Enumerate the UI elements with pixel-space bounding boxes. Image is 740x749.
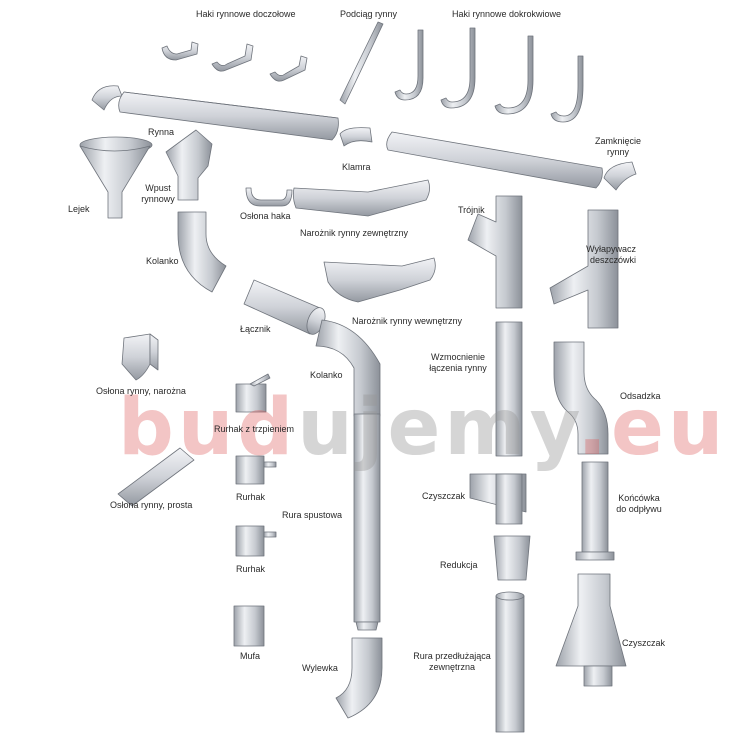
pipe-bracket-1 (235, 455, 277, 485)
pipe-bracket-with-pin (235, 373, 271, 413)
label-outlet: Wpust rynnowy (141, 183, 175, 204)
label-gutter: Rynna (148, 127, 175, 137)
elbow-1 (177, 211, 227, 293)
fascia-hook-2 (211, 43, 254, 72)
downpipe (353, 413, 381, 631)
label-corner-internal: Narożnik rynny wewnętrzny (352, 316, 463, 326)
gutter-left (118, 91, 339, 141)
label-reducer: Redukcja (440, 560, 478, 570)
extension-pipe (495, 591, 525, 733)
pipe-bracket-2 (235, 525, 277, 557)
label-bracket-1: Rurhak (236, 492, 266, 502)
label-socket: Mufa (240, 651, 261, 661)
label-guard-straight: Osłona rynny, prosta (110, 500, 193, 510)
funnel (79, 136, 153, 219)
label-clamp: Klamra (342, 162, 371, 172)
gutter-right (386, 131, 603, 189)
downpipe-outlet (335, 637, 383, 719)
pipe-tee (467, 195, 523, 309)
label-tee: Trójnik (458, 205, 485, 215)
rainwater-collector (549, 209, 619, 329)
label-fascia-hooks: Haki rynnowe doczołowe (196, 9, 296, 19)
label-hook-cover: Osłona haka (240, 211, 291, 221)
label-offset-bend: Odsadzka (620, 391, 661, 401)
label-cleaning-1: Czyszczak (422, 491, 466, 501)
gutter-outlet (165, 129, 213, 201)
label-guard-corner: Osłona rynny, narożna (96, 386, 186, 396)
label-coupling: Łącznik (240, 324, 271, 334)
label-corner-external: Narożnik rynny zewnętrzny (300, 228, 409, 238)
gutter-corner-external (292, 179, 430, 217)
cleaning-access-1 (469, 473, 527, 525)
fascia-hook-3 (269, 55, 308, 82)
rafter-hook-4 (550, 55, 584, 123)
label-downpipe: Rura spustowa (282, 510, 343, 520)
label-downpipe-outlet: Wylewka (302, 663, 338, 673)
label-elbow-1: Kolanko (146, 256, 179, 266)
label-reinforcement: Wzmocnienie łączenia rynny (429, 352, 487, 373)
gutter-guard-straight (117, 447, 195, 507)
label-bracket-pin: Rurhak z trzpieniem (214, 424, 295, 434)
pipe-socket (233, 605, 265, 647)
rafter-hook-3 (494, 35, 534, 115)
label-bracket-2: Rurhak (236, 564, 266, 574)
fascia-hook-1 (161, 41, 199, 61)
label-extension-pipe: Rura przedłużająca zewnętrzna (413, 651, 491, 672)
gutter-end-cap-left (91, 85, 123, 111)
gutter-corner-internal (323, 257, 436, 303)
outlet-end-piece (575, 461, 615, 561)
label-end-cap: Zamknięcie rynny (594, 136, 641, 157)
label-elbow-2: Kolanko (310, 370, 343, 380)
rafter-hook-1 (394, 29, 424, 101)
offset-bend (553, 341, 609, 455)
cleaning-access-2 (555, 573, 627, 687)
label-funnel: Lejek (68, 204, 90, 214)
hook-cover (245, 187, 293, 207)
pipe-reinforcement (495, 321, 523, 457)
label-tie-rod: Podciąg rynny (340, 9, 398, 19)
rafter-hook-2 (440, 27, 476, 109)
label-cleaning-2: Czyszczak (622, 638, 666, 648)
gutter-clamp (339, 127, 373, 147)
elbow-2 (315, 319, 381, 417)
label-outlet-end: Końcówka do odpływu (616, 493, 662, 514)
label-rafter-hooks: Haki rynnowe dokrokwiowe (452, 9, 562, 19)
label-collector: Wyłapywacz deszczówki (586, 244, 636, 265)
gutter-guard-corner (121, 333, 159, 381)
gutter-end-cap-right (603, 161, 637, 191)
pipe-reducer (493, 535, 531, 581)
gutter-tie-rod (339, 21, 384, 105)
